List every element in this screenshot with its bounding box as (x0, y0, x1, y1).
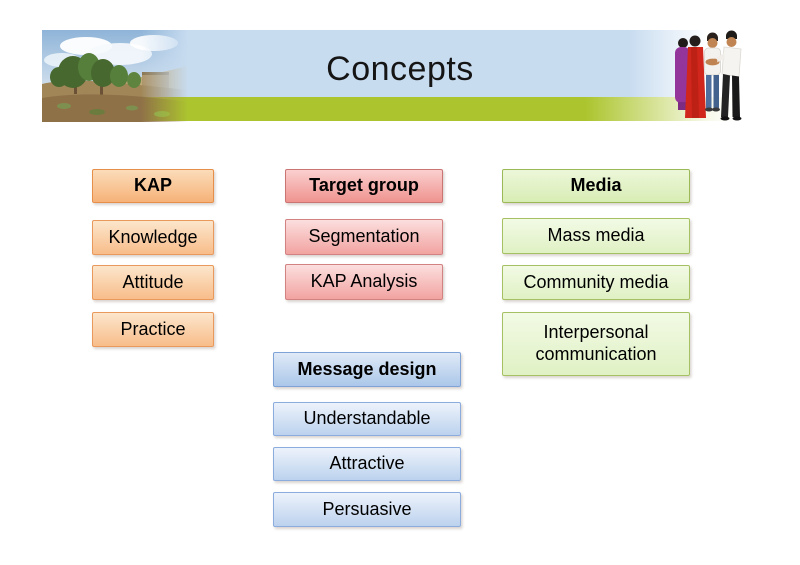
mass-media-box: Mass media (502, 218, 690, 254)
kap-analysis-box: KAP Analysis (285, 264, 443, 300)
segmentation-box: Segmentation (285, 219, 443, 255)
attitude-box: Attitude (92, 265, 214, 300)
persuasive-box: Persuasive (273, 492, 461, 527)
message-design-header-box: Message design (273, 352, 461, 387)
target-group-header-box: Target group (285, 169, 443, 203)
knowledge-box: Knowledge (92, 220, 214, 255)
person-jeans (704, 32, 721, 112)
attractive-box: Attractive (273, 447, 461, 481)
person-black-trousers (712, 30, 742, 121)
slide-title: Concepts (326, 50, 474, 88)
media-header-box: Media (502, 169, 690, 203)
person-red-sari (685, 35, 706, 118)
people-group-photo (654, 30, 758, 122)
landscape-photo (42, 30, 188, 122)
community-media-box: Community media (502, 265, 690, 300)
practice-box: Practice (92, 312, 214, 347)
kap-header-box: KAP (92, 169, 214, 203)
title-banner: Concepts (42, 30, 758, 122)
understandable-box: Understandable (273, 402, 461, 436)
interpersonal-communication-box: Interpersonal communication (502, 312, 690, 376)
